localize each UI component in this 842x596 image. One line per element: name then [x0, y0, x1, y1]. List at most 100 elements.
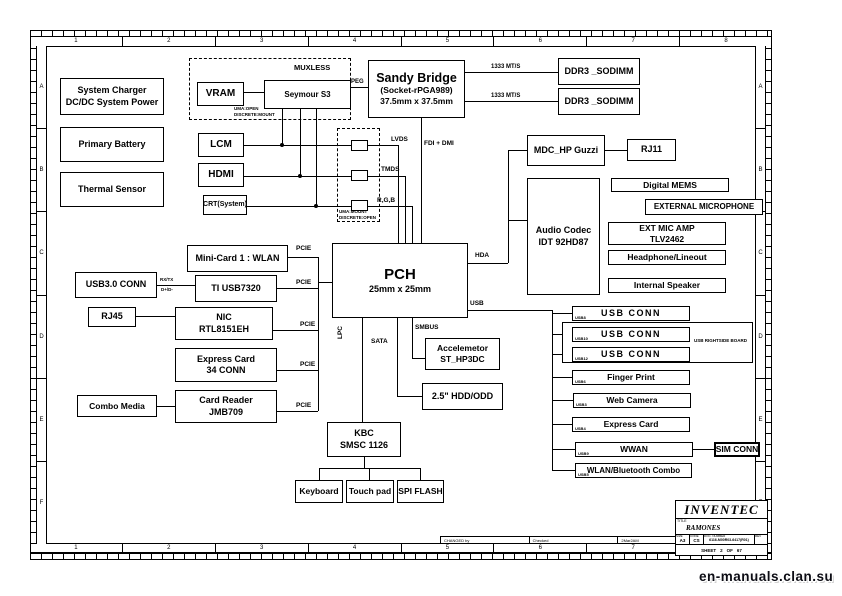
ruler-cell: D: [756, 296, 765, 379]
block-label: RTL8151EH: [198, 323, 250, 334]
wire: [319, 468, 320, 480]
field-value: 6116-M00R03-6417(R01): [709, 538, 749, 543]
wire: [552, 470, 575, 471]
block-lcm: LCM: [198, 133, 244, 157]
block-usb-conn-1: USB CONN: [572, 306, 690, 321]
wire: [421, 118, 422, 243]
wire: [468, 310, 552, 311]
wire: [552, 400, 573, 401]
block-accelerometer: Accelemetor ST_HP3DC: [425, 338, 500, 370]
wire: [273, 330, 318, 331]
block-label: Card Reader: [199, 395, 253, 406]
wire: [318, 257, 319, 411]
block-hdmi: HDMI: [198, 163, 244, 187]
usb-port-label: USB12: [575, 356, 588, 361]
bus-label-1333mts: 1333 MT/S: [491, 64, 521, 70]
wire: [508, 150, 509, 263]
block-usb-conn-3: USB CONN: [572, 347, 690, 362]
block-sim-conn: SIM CONN: [714, 442, 760, 457]
bus-label-usb: USB: [470, 300, 484, 307]
block-seymour-s3: Seymour S3: [264, 80, 351, 109]
bus-label-pcie: PCIE: [296, 279, 312, 286]
ruler-cell: 1: [30, 37, 123, 46]
block-vram: VRAM: [197, 82, 244, 106]
block-digital-mems: Digital MEMS: [611, 178, 729, 192]
wire: [398, 145, 399, 243]
block-finger-print: Finger Print: [572, 370, 690, 385]
wire: [244, 176, 405, 177]
uma-note-2: UMA:MOUNT DISCRETE:OPEN: [339, 209, 376, 221]
bus-label-lpc: LPC: [337, 326, 344, 339]
block-express-card-34: Express Card 34 CONN: [175, 348, 277, 382]
ruler-cell: C: [37, 212, 46, 296]
block-combo-media: Combo Media: [77, 395, 157, 417]
company-name: INVENTEC: [676, 501, 767, 520]
block-rj45: RJ45: [88, 307, 136, 327]
wire: [364, 457, 365, 468]
wire: [244, 145, 398, 146]
usb-port-label: USB5: [578, 472, 589, 477]
bus-label-hda: HDA: [475, 252, 490, 259]
sheet-number: 2: [720, 547, 723, 553]
block-label: 37.5mm x 37.5mm: [380, 95, 453, 106]
usb-port-label: USB4: [575, 426, 586, 431]
wire: [282, 108, 283, 145]
block-label: KBC: [354, 428, 374, 439]
ruler-cell: 6: [494, 544, 588, 552]
bus-label-lvds: LVDS: [391, 136, 408, 143]
block-mdc-hp-guzzi: MDC_HP Guzzi: [527, 135, 605, 166]
junction-dot: [314, 204, 318, 208]
field-value: A3: [679, 538, 686, 544]
wire: [552, 449, 575, 450]
wire: [420, 468, 421, 480]
sheet-row: SHEET 2 OF 67: [676, 545, 767, 555]
block-label: 34 CONN: [206, 365, 246, 375]
wire: [605, 150, 627, 151]
bus-label-sata: SATA: [371, 338, 388, 345]
ruler-cell: 3: [216, 37, 309, 46]
block-label: 25mm x 25mm: [368, 283, 432, 294]
wire: [300, 108, 301, 176]
wire: [136, 316, 175, 317]
ruler-cell: 4: [309, 544, 402, 552]
bus-label-pcie: PCIE: [296, 245, 312, 252]
block-audio-codec: Audio Codec IDT 92HD87: [527, 178, 600, 295]
uma-note-1: UMA:OPEN DISCRETE:MOUNT: [234, 106, 275, 118]
block-card-reader: Card Reader JMB709: [175, 390, 277, 423]
ruler-cell: B: [37, 129, 46, 213]
usb-port-label: USB8: [575, 315, 586, 320]
field-label: REV: [755, 534, 762, 538]
title-row: TITLE RAMONES: [676, 519, 767, 535]
ruler-ticks-right: [765, 46, 772, 544]
block-system-charger: System Charger DC/DC System Power: [60, 78, 164, 115]
block-wlan-bt-combo: WLAN/Bluetooth Combo: [575, 463, 692, 478]
block-label: JMB709: [208, 406, 244, 417]
block-usb3-conn: USB3.0 CONN: [75, 272, 157, 298]
block-external-microphone: EXTERNAL MICROPHONE: [645, 199, 763, 215]
ruler-cell: E: [756, 379, 765, 462]
wire: [244, 92, 264, 93]
usb-port-label: USB6: [575, 379, 586, 384]
block-kbc: KBC SMSC 1126: [327, 422, 401, 457]
block-internal-speaker: Internal Speaker: [608, 278, 726, 293]
block-hdd-odd: 2.5" HDD/ODD: [422, 383, 503, 410]
wire: [468, 263, 508, 264]
wire: [350, 87, 368, 88]
usb-rightside-note: USB RIGHTSIDE BOARD: [694, 338, 748, 343]
block-usb-conn-2: USB CONN: [572, 327, 690, 342]
block-spi-flash: SPI FLASH: [397, 480, 444, 503]
wire: [277, 288, 318, 289]
ruler-cell: 2: [123, 37, 216, 46]
block-keyboard: Keyboard: [295, 480, 343, 503]
watermark: en-manuals.clan.su: [699, 569, 834, 584]
block-ddr3-sodimm-1: DDR3 _SODIMM: [558, 58, 640, 85]
wire: [157, 285, 195, 286]
wire: [693, 449, 714, 450]
block-ti-usb7320: TI USB7320: [195, 275, 277, 302]
block-label: System Charger: [77, 85, 147, 96]
wire: [318, 282, 332, 283]
bus-label-pcie: PCIE: [296, 402, 312, 409]
